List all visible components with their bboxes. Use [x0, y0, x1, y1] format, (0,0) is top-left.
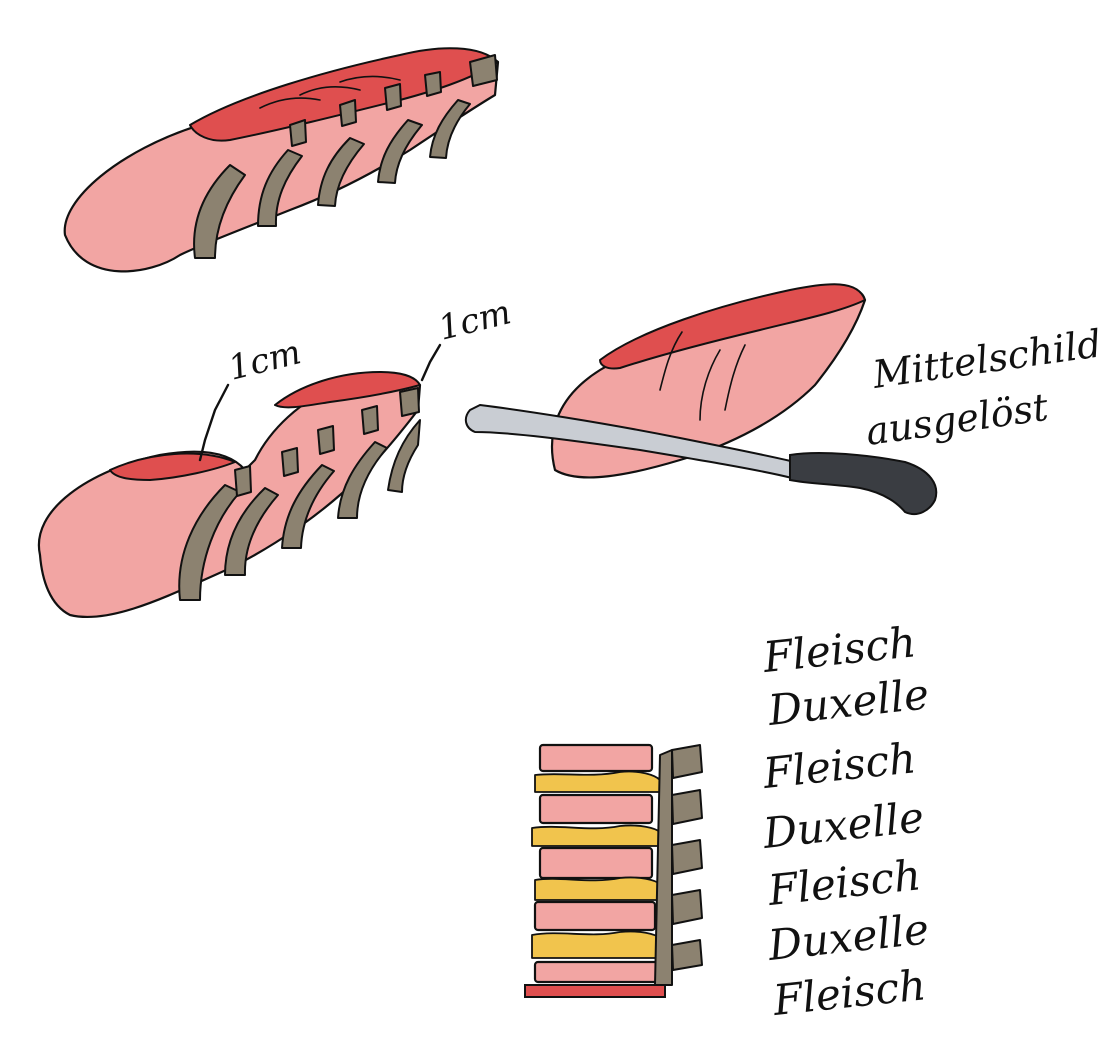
- knife-handle: [790, 453, 936, 514]
- center-piece-with-knife: [466, 284, 936, 514]
- layer-label: Fleisch: [760, 733, 918, 798]
- layer-label: Duxelle: [765, 904, 931, 970]
- layer-label-list: Fleisch Duxelle Fleisch Duxelle Fleisch …: [760, 617, 931, 1025]
- thickness-label-right: 1cm: [435, 292, 515, 348]
- thickness-label-left: 1cm: [225, 332, 305, 388]
- layer-label: Duxelle: [760, 792, 926, 858]
- caption-line-2: ausgelöst: [863, 385, 1051, 454]
- layer-label: Fleisch: [765, 850, 923, 915]
- layered-stack: [525, 745, 702, 997]
- rib-rack-whole: [65, 48, 498, 271]
- layer-label: Fleisch: [770, 960, 928, 1025]
- caption-line-1: Mittelschild: [869, 321, 1104, 397]
